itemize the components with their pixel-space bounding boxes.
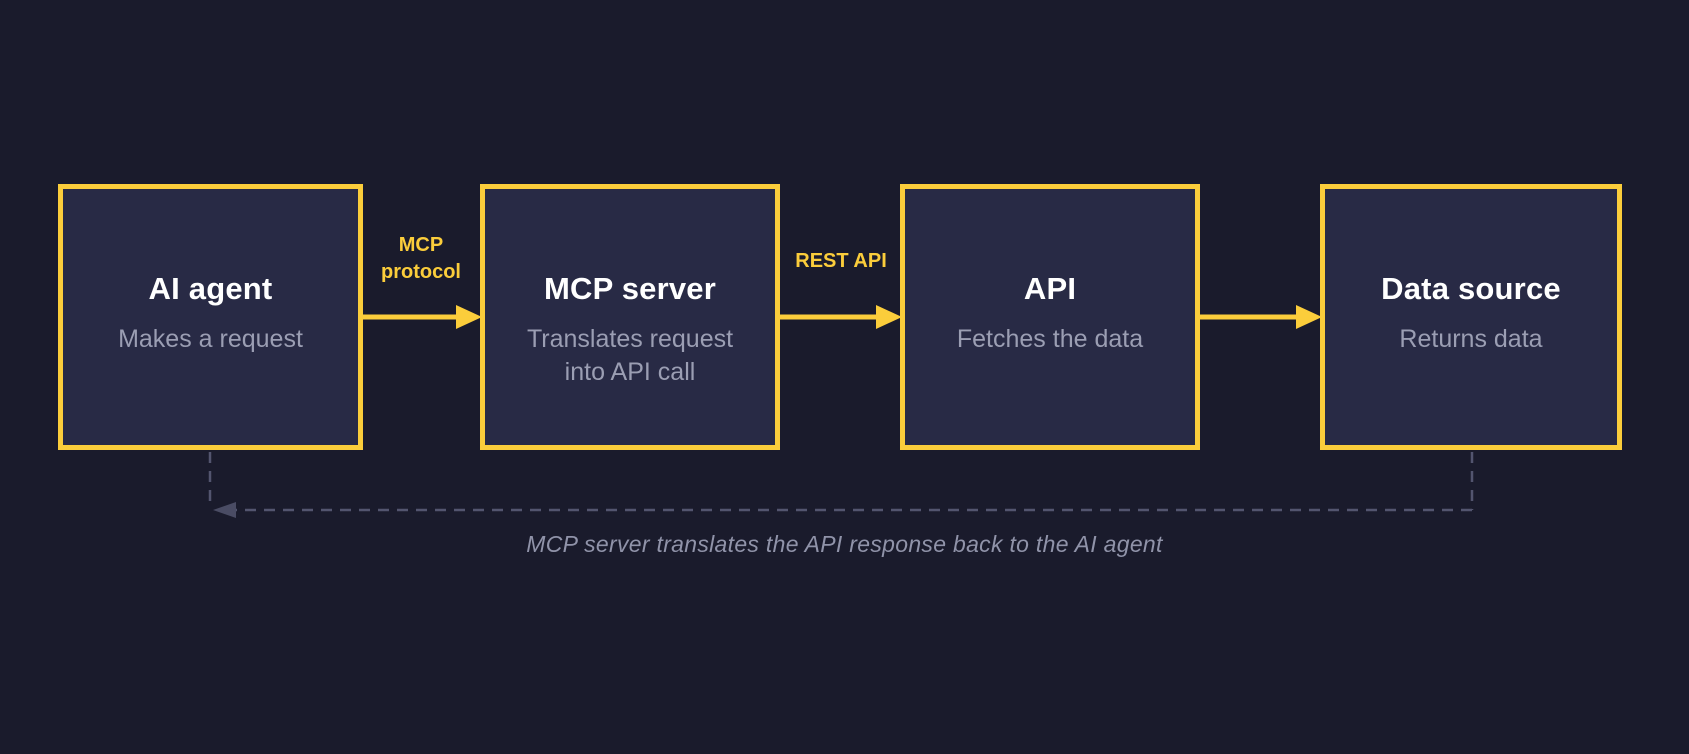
node-title: AI agent — [148, 271, 273, 306]
arrow-label-mcp-protocol: MCP protocol — [381, 234, 461, 283]
arrow-label-rest-api: REST API — [795, 250, 887, 272]
node-title: MCP server — [543, 271, 717, 306]
node-subtitle: Fetches the data — [956, 325, 1144, 353]
arrow-mcp-to-api-icon — [780, 305, 902, 329]
return-flow-caption: MCP server translates the API response b… — [526, 531, 1163, 557]
arrow-ai-to-mcp-icon — [363, 305, 482, 329]
return-arrowhead-icon — [213, 502, 236, 518]
arrow-api-to-datasource-icon — [1200, 305, 1322, 329]
node-ai-agent: AI agent Makes a request — [58, 184, 363, 450]
node-title: Data source — [1381, 271, 1561, 306]
node-subtitle: Translates request into API call — [526, 325, 734, 386]
node-api: API Fetches the data — [900, 184, 1200, 450]
node-data-source: Data source Returns data — [1320, 184, 1622, 450]
node-subtitle: Makes a request — [118, 325, 303, 353]
node-subtitle: Returns data — [1399, 325, 1543, 353]
node-title: API — [1023, 271, 1077, 306]
dashed-return-connector — [208, 452, 1474, 518]
node-mcp-server: MCP server Translates request into API c… — [480, 184, 780, 450]
